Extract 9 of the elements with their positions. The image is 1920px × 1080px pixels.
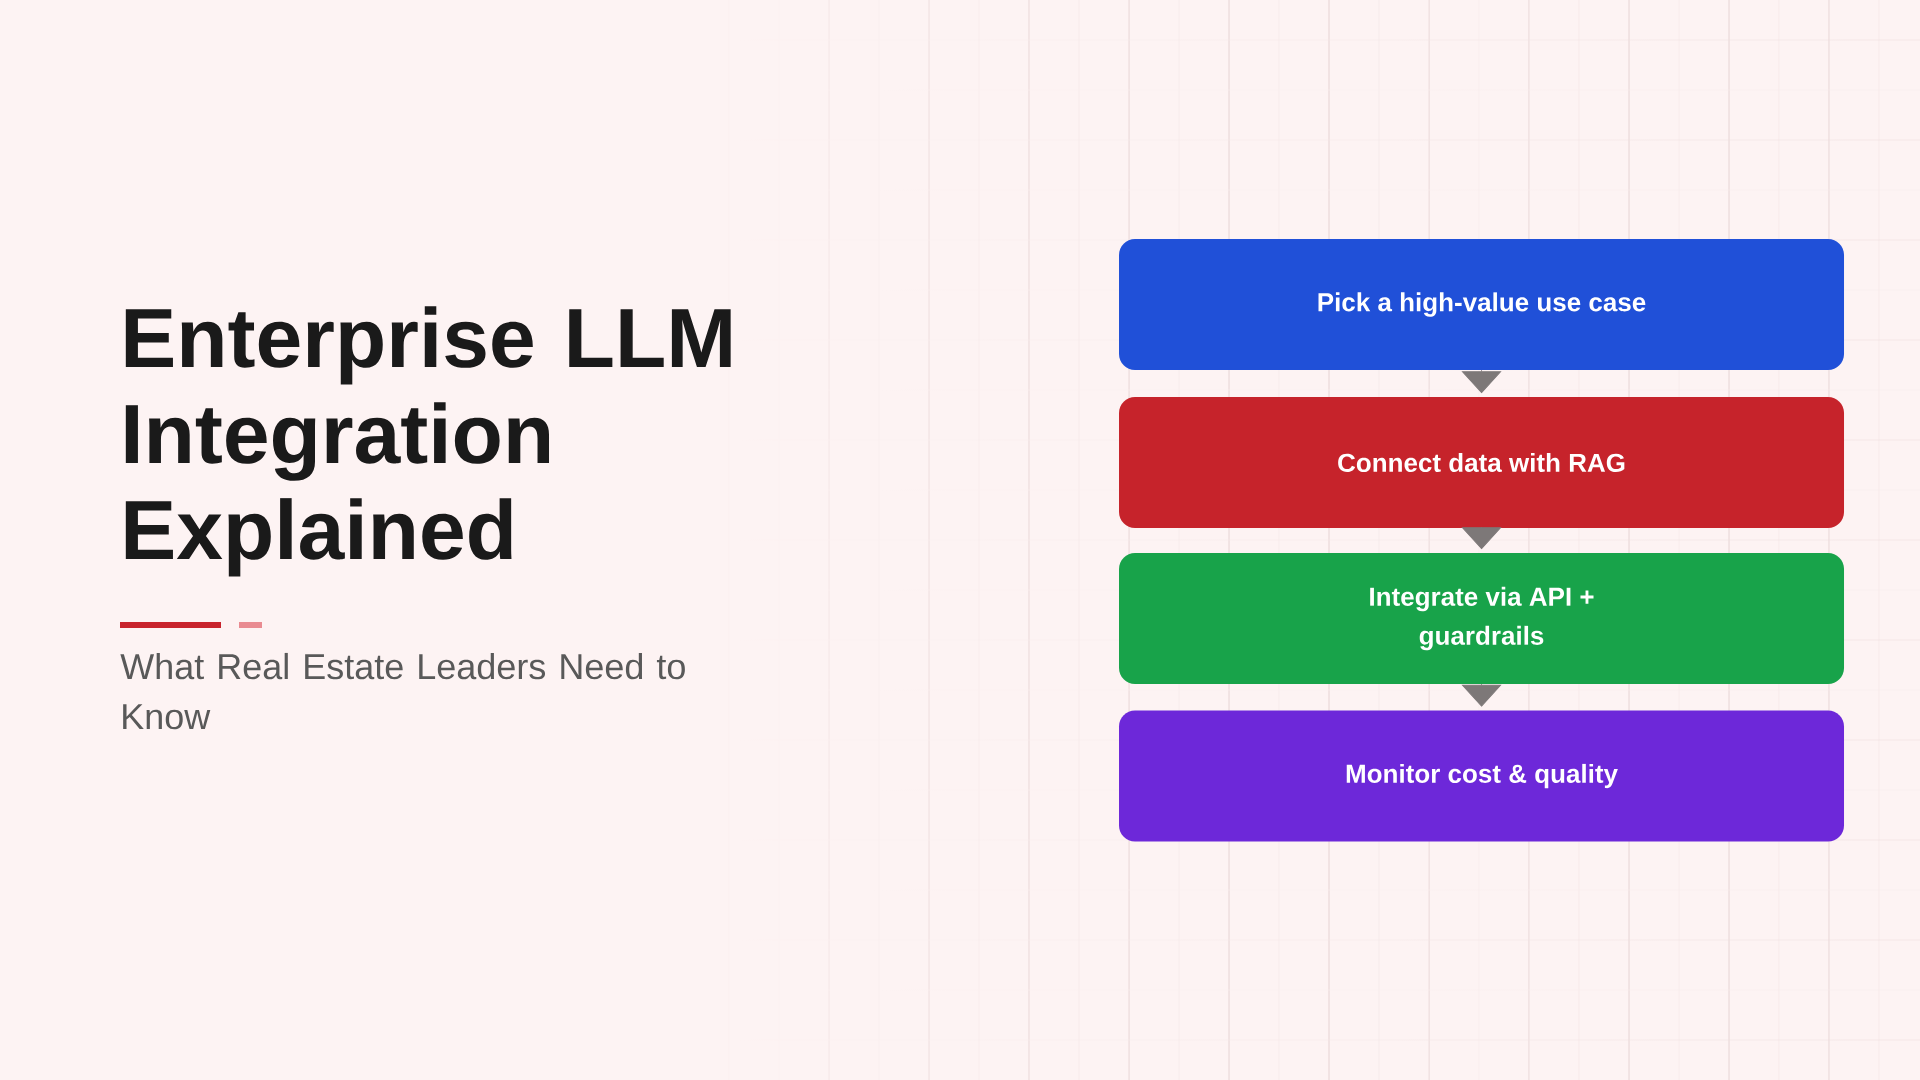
title: Enterprise LLM Integration Explained: [125, 306, 731, 577]
arrow: [1462, 369, 1501, 394]
arrow: [1462, 527, 1501, 550]
subtitle: What Real Estate Leaders Need to Know: [120, 652, 685, 730]
step-box: Connect data with RAG: [1119, 397, 1844, 528]
step-box: Pick a high-value use case: [1119, 239, 1844, 370]
step-box: Integrate via API + guardrails: [1119, 553, 1844, 684]
arrow: [1462, 683, 1501, 707]
step-box: Monitor cost & quality: [1119, 710, 1844, 842]
